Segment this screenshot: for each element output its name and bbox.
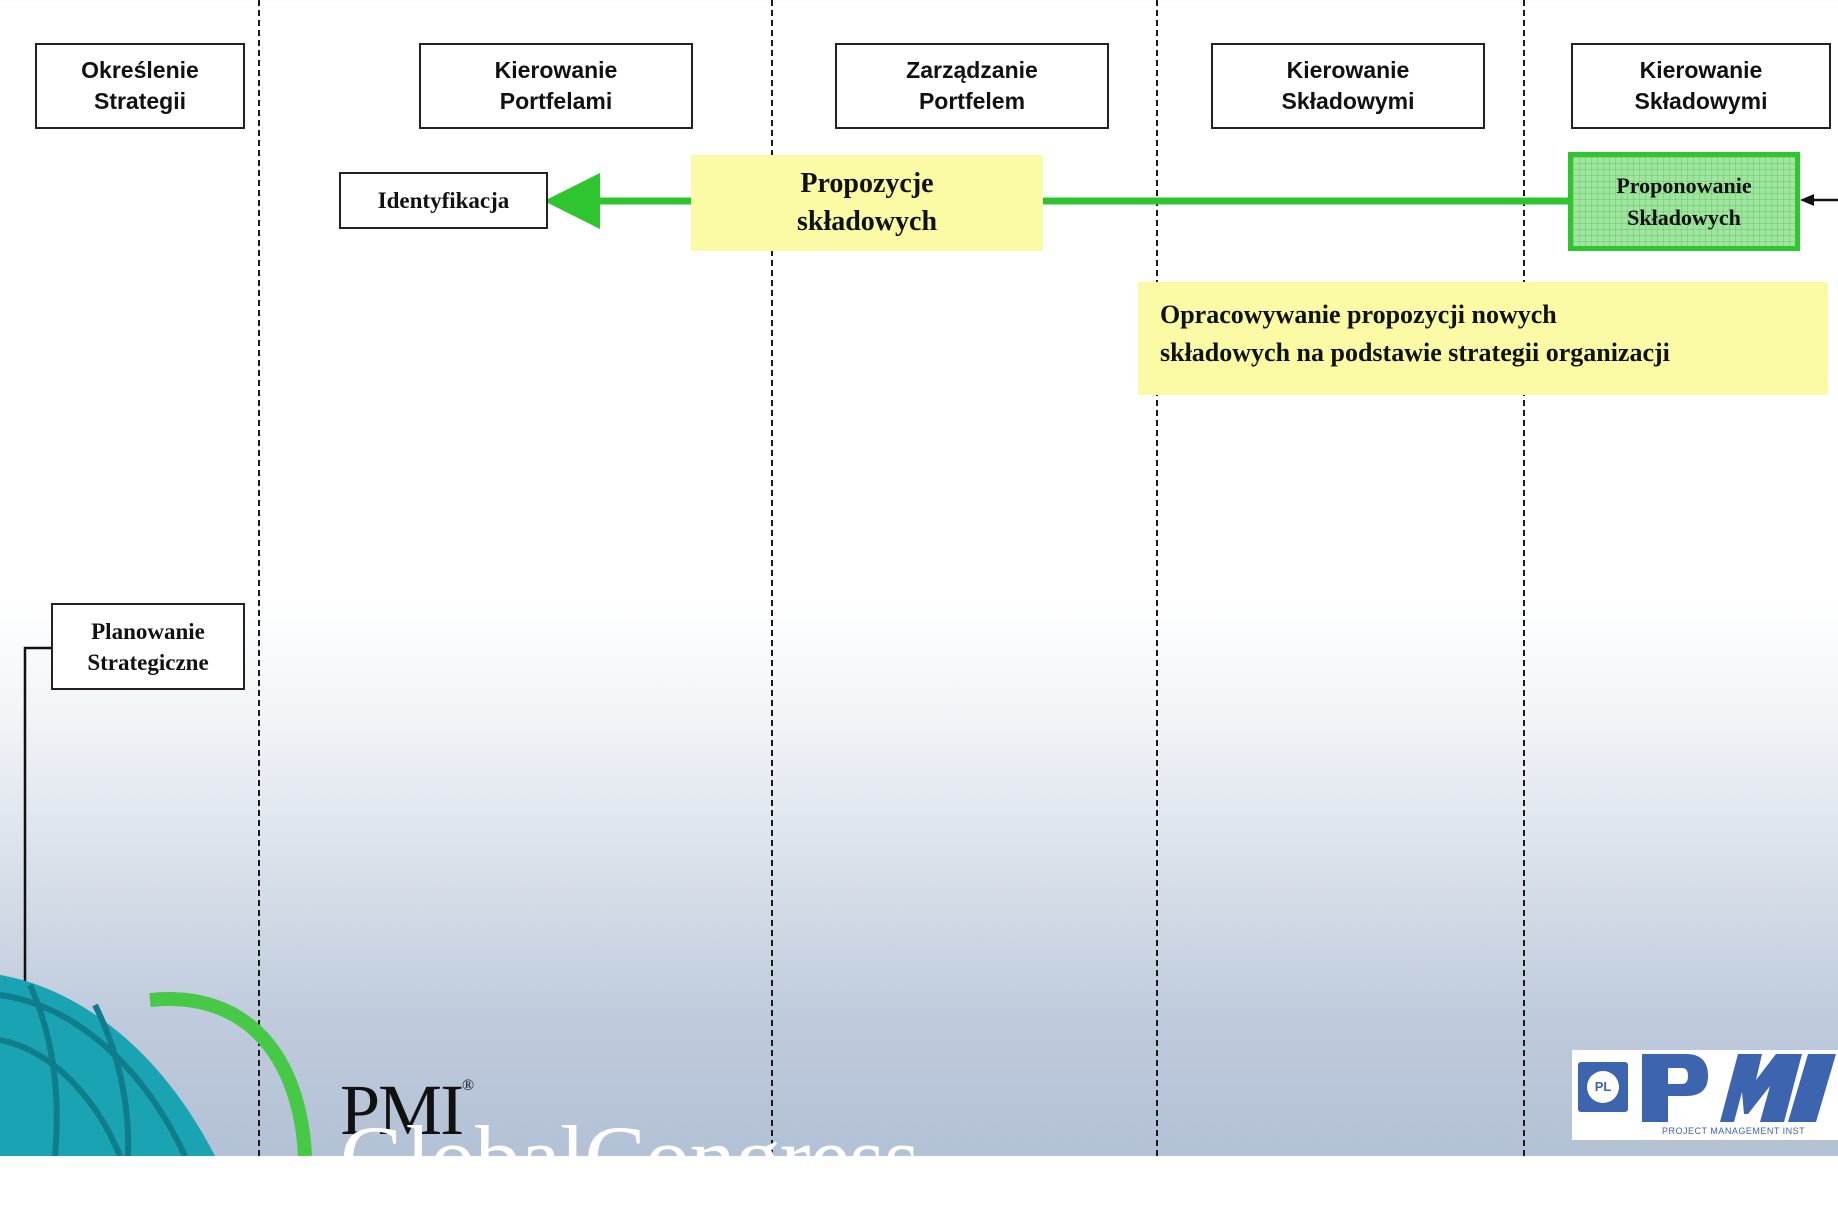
lane-header-strategy: Określenie Strategii [35,43,245,129]
lane-header-component-governance: Kierowanie Składowymi [1211,43,1485,129]
registered-mark: ® [462,1077,474,1094]
global-congress-text: GlobalCongress [340,1107,920,1209]
lane-divider-4 [1523,0,1525,1156]
lane-header-portfolio-governance: Kierowanie Portfelami [419,43,693,129]
lane-header-line2: Składowymi [1634,88,1768,114]
flow-label-line1: Propozycje [800,168,934,199]
pl-badge-icon: PL [1578,1062,1628,1112]
lane-header-component-governance-2: Kierowanie Składowymi [1571,43,1831,129]
lane-header-line2: Strategii [93,88,187,114]
lane-header-line2: Składowymi [1281,88,1415,114]
flow-label-note: Propozycje składowych [691,155,1043,251]
proposing-components-box: Proponowanie Składowych [1568,152,1800,251]
lane-header-line1: Kierowanie [494,57,618,83]
flow-label-line2: składowych [796,206,938,237]
proposing-components-line2: Składowych [1627,204,1741,230]
strategic-planning-box: Planowanie Strategiczne [51,603,245,690]
lane-header-line1: Określenie [81,57,199,83]
description-line1: Opracowywanie propozycji nowych [1160,300,1557,329]
planning-connector-line [23,646,51,1156]
lane-header-line1: Zarządzanie [906,57,1038,83]
lane-header-portfolio-management: Zarządzanie Portfelem [835,43,1109,129]
proposing-components-line1: Proponowanie [1616,172,1752,198]
pmi-block-letters [1638,1052,1838,1124]
pmi-logo-text: PMI® [340,1070,474,1150]
identification-label: Identyfikacja [377,188,510,213]
lane-header-line1: Kierowanie [1286,57,1410,83]
strategic-planning-line1: Planowanie [91,618,205,644]
lane-header-line2: Portfelem [918,88,1026,114]
identification-box: Identyfikacja [339,172,548,229]
pmi-poland-logo: PL PROJECT MANAGEMENT INST [1572,1050,1838,1140]
pmi-pl-caption: PROJECT MANAGEMENT INST [1662,1126,1806,1136]
lane-divider-2 [771,0,773,1156]
lane-header-line2: Portfelami [499,88,613,114]
lane-divider-3 [1156,0,1158,1156]
description-line2: składowych na podstawie strategii organi… [1160,338,1670,367]
pl-badge-inner: PL [1587,1071,1619,1103]
lane-header-line1: Kierowanie [1639,57,1763,83]
strategic-planning-line2: Strategiczne [87,649,209,675]
description-note: Opracowywanie propozycji nowych składowy… [1138,282,1828,395]
incoming-arrow-head [1800,194,1814,206]
lane-divider-1 [258,0,260,1156]
